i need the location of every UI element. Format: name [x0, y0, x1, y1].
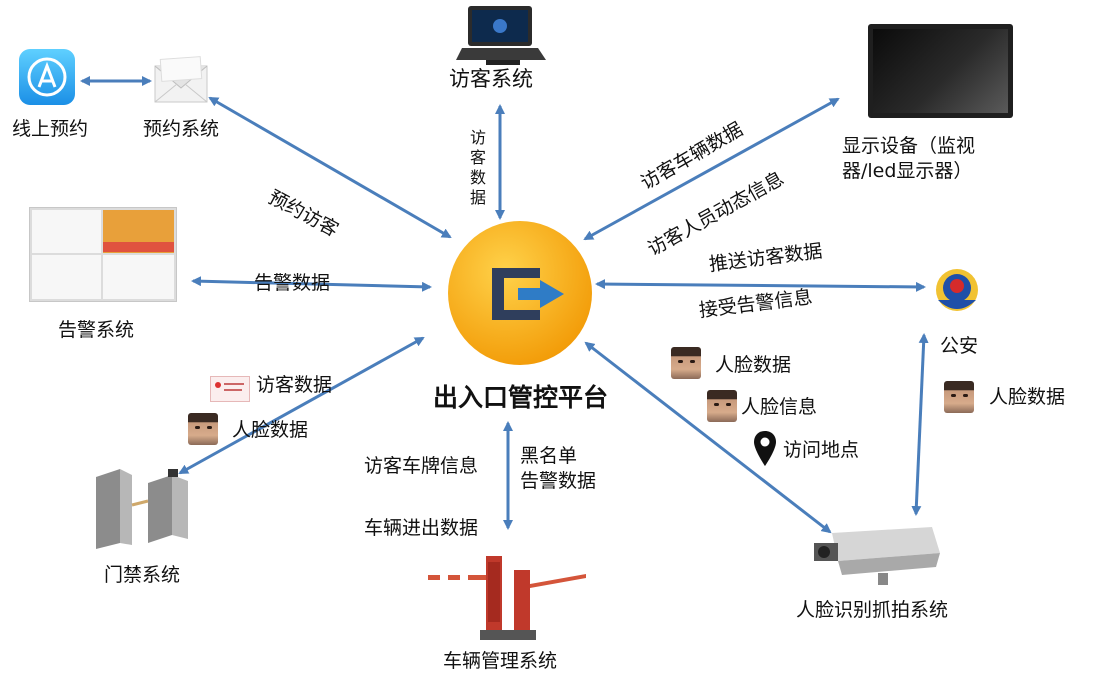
face-capture-label: 人脸识别抓拍系统: [796, 599, 949, 621]
arrow-camera-center: [584, 341, 832, 534]
display-device-label: 显示设备（监视器/led显示器）: [842, 135, 976, 182]
arrow-camera-police: [911, 333, 929, 516]
face-info-center-label: 人脸信息: [741, 396, 818, 418]
vehicle-in-out-label: 车辆进出数据: [364, 517, 479, 539]
platform-title: 出入口管控平台: [433, 383, 609, 412]
alarm-data-label: 告警数据: [254, 272, 331, 294]
access-control-label: 门禁系统: [104, 564, 181, 586]
center-platform: [440, 218, 600, 368]
turnstile-icon: [92, 465, 200, 551]
face-icon: [188, 413, 218, 445]
face-data-center-label: 人脸数据: [715, 354, 792, 376]
face-icon: [707, 390, 737, 422]
app-store-icon: [19, 49, 75, 105]
terminal-icon: [456, 4, 546, 66]
face-icon: [671, 347, 701, 379]
arrow-booking-center: [208, 96, 452, 239]
online-booking-label: 线上预约: [12, 118, 89, 140]
police-label: 公安: [940, 335, 979, 357]
visitor-data-vertical-label: 访客数据: [469, 128, 486, 207]
arrow-alarm-center: [191, 276, 432, 292]
visitor-system-label: 访客系统: [449, 67, 533, 91]
police-badge-icon: [934, 266, 980, 316]
visitor-plate-info-label: 访客车牌信息: [364, 455, 479, 477]
alarm-system-label: 告警系统: [58, 319, 135, 341]
booking-system-label: 预约系统: [143, 118, 220, 140]
arrow-police-center: [595, 279, 926, 292]
arrow-display-center: [583, 97, 840, 241]
arrow-gate-center: [178, 336, 425, 475]
visit-location-label: 访问地点: [783, 439, 860, 461]
face-data-police-label: 人脸数据: [989, 386, 1066, 408]
id-card-icon: [210, 376, 250, 402]
alarm-data-2-label: 告警数据: [520, 470, 597, 492]
gate-visitor-data-label: 访客数据: [256, 374, 333, 396]
camera-icon: [814, 523, 942, 587]
monitor-icon: [868, 24, 1013, 118]
vehicle-mgmt-label: 车辆管理系统: [443, 650, 558, 672]
location-pin-icon: [753, 430, 777, 468]
face-icon: [944, 381, 974, 413]
dashboard-icon: [29, 207, 177, 302]
envelope-icon: [153, 56, 209, 106]
blacklist-label: 黑名单: [520, 445, 578, 467]
platform-logo-icon: [448, 221, 592, 365]
gate-face-data-label: 人脸数据: [232, 419, 309, 441]
barrier-gate-icon: [428, 556, 586, 646]
